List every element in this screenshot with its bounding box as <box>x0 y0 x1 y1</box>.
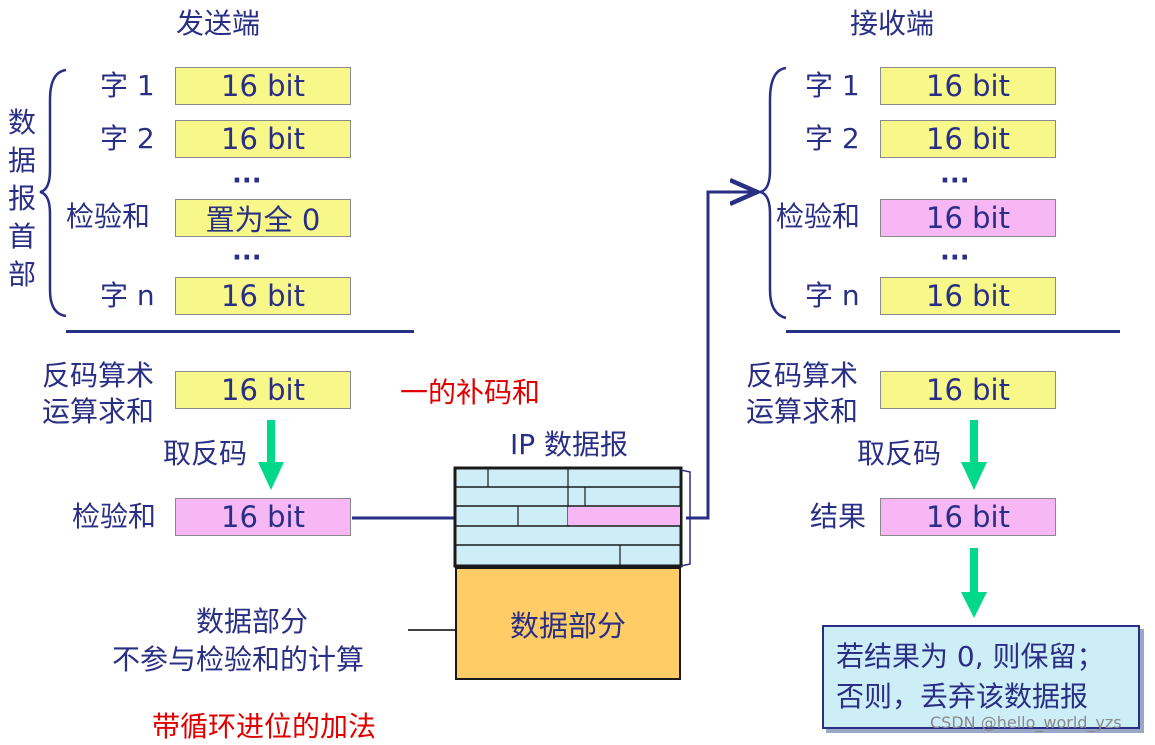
receiver-checksum-box: 16 bit <box>880 199 1056 237</box>
sender-ellipsis: ··· <box>232 166 262 196</box>
receiver-row-label: 检验和 <box>776 200 861 233</box>
ip-datagram-title: IP 数据报 <box>510 428 629 461</box>
sender-row-label: 字 n <box>100 279 155 312</box>
data-part-note: 不参与检验和的计算 <box>112 643 365 676</box>
receiver-title: 接收端 <box>850 7 935 40</box>
receiver-word2-box: 16 bit <box>880 120 1056 158</box>
sender-row-label: 字 1 <box>100 69 155 102</box>
receiver-complement-arrow <box>961 420 987 490</box>
sender-row-label: 字 2 <box>100 122 155 155</box>
receiver-sum-label: 运算求和 <box>746 395 859 428</box>
decision-line: 否则，丢弃该数据报 <box>836 680 1089 713</box>
sender-title: 发送端 <box>176 7 261 40</box>
ip-to-receiver-connector <box>686 192 757 520</box>
receiver-ellipsis: ··· <box>940 166 970 196</box>
receiver-decision-box: 若结果为 0, 则保留； 否则，丢弃该数据报 <box>822 625 1140 729</box>
receiver-row-label: 字 n <box>805 279 860 312</box>
sender-ellipsis: ··· <box>232 243 262 273</box>
sender-checksum-zero-box: 置为全 0 <box>175 199 351 237</box>
receiver-word1-box: 16 bit <box>880 67 1056 105</box>
sender-sum-label: 反码算术 <box>42 359 155 392</box>
receiver-wordn-box: 16 bit <box>880 277 1056 315</box>
sender-word2-box: 16 bit <box>175 120 351 158</box>
receiver-header-brace <box>759 66 787 320</box>
receiver-row-label: 字 2 <box>805 122 860 155</box>
sender-checksum-box: 16 bit <box>175 498 351 536</box>
carry-addition-note: 带循环进位的加法 <box>152 710 377 743</box>
sender-sum-label: 运算求和 <box>42 395 155 428</box>
sender-complement-label: 取反码 <box>163 437 248 470</box>
ip-data-part: 数据部分 <box>455 567 681 680</box>
sender-divider <box>66 330 414 333</box>
sender-header-vertical-label: 数 据 报 首 部 <box>8 106 37 291</box>
receiver-sum-box: 16 bit <box>880 371 1056 409</box>
ones-complement-note: 一的补码和 <box>400 376 541 409</box>
sender-wordn-box: 16 bit <box>175 277 351 315</box>
sender-checksum-label: 检验和 <box>72 500 157 533</box>
sender-complement-arrow <box>258 420 284 490</box>
receiver-row-label: 字 1 <box>805 69 860 102</box>
sender-word1-box: 16 bit <box>175 67 351 105</box>
receiver-ellipsis: ··· <box>940 243 970 273</box>
watermark: CSDN @hello_world_yzs <box>930 713 1122 732</box>
sender-sum-box: 16 bit <box>175 371 351 409</box>
decision-line: 若结果为 0, 则保留； <box>836 640 1105 673</box>
receiver-complement-label: 取反码 <box>857 437 942 470</box>
data-part-note: 数据部分 <box>196 605 309 638</box>
sender-header-brace <box>39 68 67 318</box>
receiver-result-label: 结果 <box>810 500 867 533</box>
receiver-sum-label: 反码算术 <box>746 359 859 392</box>
receiver-result-arrow <box>961 548 987 618</box>
receiver-result-box: 16 bit <box>880 498 1056 536</box>
sender-row-label: 检验和 <box>66 200 151 233</box>
receiver-divider <box>786 330 1120 333</box>
ip-datagram-header <box>453 466 691 568</box>
